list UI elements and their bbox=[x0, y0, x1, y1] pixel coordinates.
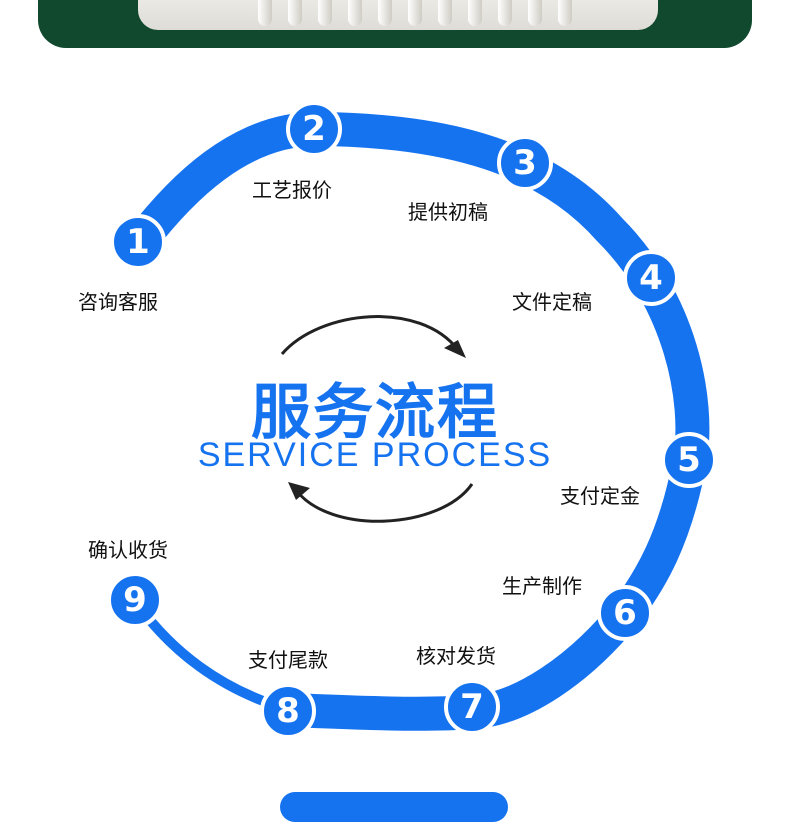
step-label-9: 确认收货 bbox=[88, 534, 168, 563]
arrow-bottom-head bbox=[288, 482, 310, 500]
step-label-4: 文件定稿 bbox=[512, 286, 592, 315]
step-node-7: 7 bbox=[444, 679, 500, 735]
arrow-top-arc bbox=[282, 317, 458, 354]
step-node-8: 8 bbox=[260, 683, 316, 739]
step-node-3: 3 bbox=[497, 135, 553, 191]
step-node-6: 6 bbox=[597, 585, 653, 641]
step-node-9: 9 bbox=[107, 572, 163, 628]
step-label-7: 核对发货 bbox=[416, 640, 496, 669]
step-label-6: 生产制作 bbox=[502, 570, 582, 599]
step-node-4: 4 bbox=[623, 250, 679, 306]
step-label-8: 支付尾款 bbox=[248, 644, 328, 673]
step-node-2: 2 bbox=[286, 101, 342, 157]
step-label-2: 工艺报价 bbox=[252, 174, 332, 203]
step-node-1: 1 bbox=[110, 214, 166, 270]
step-label-3: 提供初稿 bbox=[408, 196, 488, 225]
step-label-5: 支付定金 bbox=[560, 480, 640, 509]
page-subtitle: SERVICE PROCESS bbox=[170, 436, 580, 475]
arrow-bottom-arc bbox=[296, 484, 472, 521]
arrow-top-head bbox=[444, 340, 466, 358]
next-section-pill bbox=[280, 792, 508, 822]
step-node-5: 5 bbox=[661, 432, 717, 488]
step-label-1: 咨询客服 bbox=[78, 286, 158, 315]
